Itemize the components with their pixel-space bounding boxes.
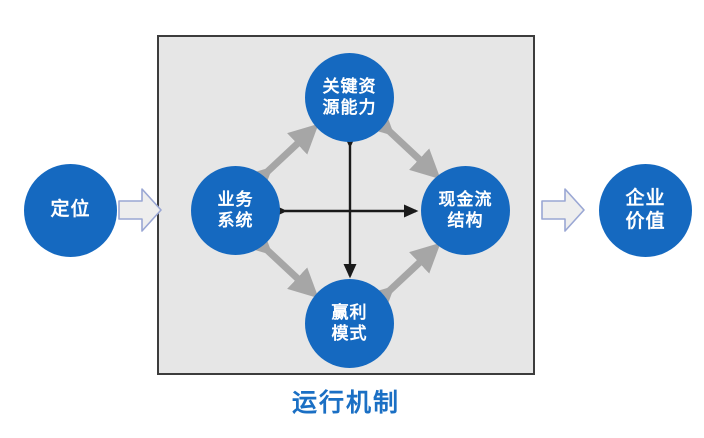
node-enterprise-value-label-2: 价值: [625, 210, 666, 232]
node-positioning[interactable]: 定位: [24, 164, 117, 257]
node-key-resource-label-1: 关键资: [322, 77, 377, 97]
node-cashflow-structure[interactable]: 现金流 结构: [421, 166, 510, 255]
node-profit-model-label-1: 赢利: [331, 303, 368, 323]
node-cashflow-structure-label-2: 结构: [447, 210, 484, 230]
node-key-resource-label-2: 源能力: [322, 97, 377, 117]
node-cashflow-structure-label-1: 现金流: [438, 190, 493, 210]
node-positioning-label-1: 定位: [50, 199, 91, 221]
node-business-system-label-1: 业务: [217, 190, 254, 210]
node-profit-model[interactable]: 赢利 模式: [305, 279, 394, 368]
node-business-system-label-2: 系统: [217, 210, 254, 230]
node-profit-model-label-2: 模式: [331, 323, 368, 343]
mechanism-caption: 运行机制: [291, 389, 400, 417]
flow-arrow-out-icon: [541, 188, 585, 232]
node-enterprise-value-label-1: 企业: [625, 188, 666, 210]
node-business-system[interactable]: 业务 系统: [191, 166, 280, 255]
flow-arrow-in-icon: [118, 188, 162, 232]
node-enterprise-value[interactable]: 企业 价值: [599, 164, 692, 257]
node-key-resource[interactable]: 关键资 源能力: [305, 53, 394, 142]
